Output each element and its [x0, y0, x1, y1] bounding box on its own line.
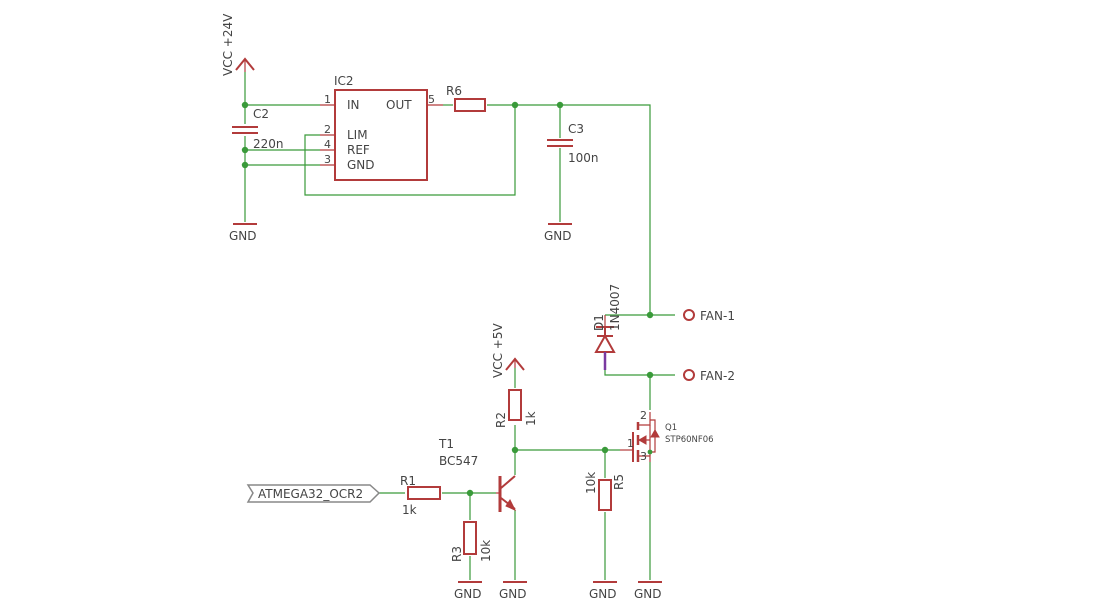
t1-value: BC547	[439, 454, 478, 468]
svg-text:REF: REF	[347, 143, 370, 157]
d1-value: 1N4007	[608, 284, 622, 331]
svg-text:IN: IN	[347, 98, 360, 112]
q1-value: STP60NF06	[665, 435, 714, 445]
svg-text:LIM: LIM	[347, 128, 368, 142]
c2-label: C2	[253, 107, 269, 121]
gnd-r5: GND	[589, 581, 617, 601]
svg-text:2: 2	[640, 409, 647, 422]
fan1-label: FAN-1	[700, 309, 735, 323]
diode-d1: D1 1N4007	[592, 284, 622, 370]
vcc24-symbol: VCC +24V	[221, 13, 255, 76]
fan2-terminal: FAN-2	[683, 369, 735, 383]
vcc5-symbol: VCC +5V	[491, 323, 525, 378]
c3-label: C3	[568, 122, 584, 136]
ic2-regulator: IC2 IN OUT LIM REF GND 1 2 4 3 5	[320, 74, 443, 181]
input-port-label: ATMEGA32_OCR2	[258, 487, 363, 501]
fan1-terminal: FAN-1	[683, 309, 735, 323]
svg-text:GND: GND	[589, 587, 617, 601]
svg-text:OUT: OUT	[386, 98, 412, 112]
r3-value: 10k	[479, 540, 493, 562]
d1-label: D1	[592, 314, 606, 331]
vcc5-label: VCC +5V	[491, 323, 505, 378]
r2-label: R2	[494, 412, 508, 428]
gnd-r3: GND	[454, 581, 482, 601]
r5-label: R5	[612, 474, 626, 490]
junctions	[241, 101, 654, 497]
vcc24-label: VCC +24V	[221, 13, 235, 76]
svg-text:2: 2	[324, 123, 331, 136]
svg-text:GND: GND	[499, 587, 527, 601]
wires	[244, 72, 675, 580]
svg-text:4: 4	[324, 138, 331, 151]
c2-value: 220n	[253, 137, 284, 151]
capacitor-c2: C2 220n	[232, 107, 284, 151]
resistor-r2: R2 1k	[494, 389, 538, 428]
svg-text:GND: GND	[229, 229, 257, 243]
resistor-r6: R6	[446, 84, 486, 112]
svg-text:GND: GND	[634, 587, 662, 601]
resistor-r3: R3 10k	[450, 521, 493, 562]
r1-label: R1	[400, 474, 416, 488]
gnd-q1: GND	[634, 581, 662, 601]
gnd-c3: GND	[544, 223, 572, 243]
svg-text:1: 1	[324, 93, 331, 106]
gnd-c2: GND	[229, 223, 257, 243]
svg-text:3: 3	[640, 450, 647, 463]
r2-value: 1k	[524, 411, 538, 426]
r3-label: R3	[450, 546, 464, 562]
r1-value: 1k	[402, 503, 417, 517]
r5-value: 10k	[584, 472, 598, 494]
t1-label: T1	[438, 437, 454, 451]
input-port-atmega32-ocr2: ATMEGA32_OCR2	[246, 484, 381, 503]
svg-text:1: 1	[627, 437, 634, 450]
svg-text:5: 5	[428, 93, 435, 106]
resistor-r5: 10k R5	[584, 472, 626, 511]
transistor-t1: T1 BC547	[438, 437, 517, 512]
gnd-t1: GND	[499, 581, 527, 601]
resistor-r1: R1 1k	[400, 474, 441, 517]
ic2-label: IC2	[334, 74, 354, 88]
svg-text:GND: GND	[544, 229, 572, 243]
svg-text:GND: GND	[454, 587, 482, 601]
capacitor-c3: C3 100n	[547, 122, 599, 165]
svg-text:GND: GND	[347, 158, 375, 172]
fan2-label: FAN-2	[700, 369, 735, 383]
svg-text:3: 3	[324, 153, 331, 166]
mosfet-q1: 1 2 3 Q1 STP60NF06	[620, 409, 714, 463]
c3-value: 100n	[568, 151, 599, 165]
q1-label: Q1	[665, 423, 677, 433]
r6-label: R6	[446, 84, 462, 98]
